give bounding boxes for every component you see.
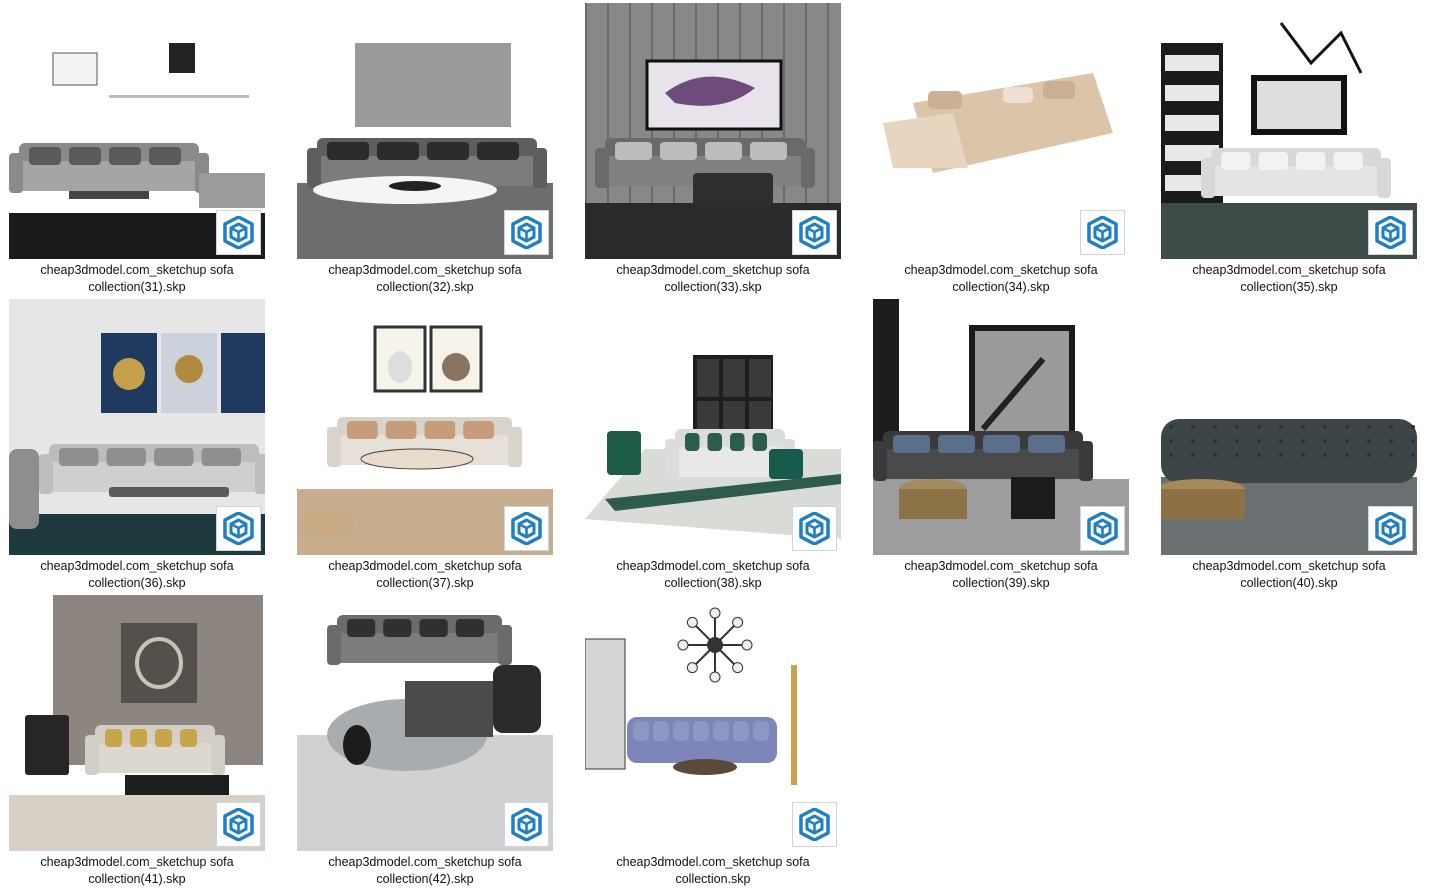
file-tile[interactable]: cheap3dmodel.com_sketchup sofa collectio…	[297, 299, 553, 590]
sketchup-badge	[1368, 210, 1413, 255]
sketchup-badge	[1080, 210, 1125, 255]
file-name[interactable]: cheap3dmodel.com_sketchup sofa collectio…	[1147, 558, 1431, 592]
file-tile[interactable]: cheap3dmodel.com_sketchup sofa collectio…	[9, 595, 265, 886]
file-name-line1: cheap3dmodel.com_sketchup sofa	[904, 559, 1098, 573]
file-name-line2: collection(42).skp	[376, 872, 474, 886]
file-thumbnail[interactable]	[1161, 3, 1417, 259]
file-name-line2: collection(33).skp	[664, 280, 762, 294]
file-name-line2: collection(34).skp	[952, 280, 1050, 294]
file-thumbnail[interactable]	[9, 299, 265, 555]
sketchup-badge	[792, 210, 837, 255]
sketchup-badge	[792, 802, 837, 847]
file-name-line1: cheap3dmodel.com_sketchup sofa	[328, 263, 522, 277]
file-name-line2: collection.skp	[675, 872, 751, 886]
file-tile[interactable]: cheap3dmodel.com_sketchup sofa collectio…	[585, 299, 841, 590]
file-thumbnail[interactable]	[585, 299, 841, 555]
file-name-line2: collection(35).skp	[1240, 280, 1338, 294]
file-name-line1: cheap3dmodel.com_sketchup sofa	[328, 559, 522, 573]
sketchup-badge	[1368, 506, 1413, 551]
file-name-line1: cheap3dmodel.com_sketchup sofa	[40, 559, 234, 573]
file-name-line2: collection(36).skp	[88, 576, 186, 590]
file-name[interactable]: cheap3dmodel.com_sketchup sofa collectio…	[283, 262, 567, 296]
file-thumbnail[interactable]	[873, 299, 1129, 555]
file-thumbnail[interactable]	[9, 3, 265, 259]
file-tile[interactable]: cheap3dmodel.com_sketchup sofa collectio…	[9, 299, 265, 590]
file-name-line2: collection(37).skp	[376, 576, 474, 590]
file-name[interactable]: cheap3dmodel.com_sketchup sofa collectio…	[0, 558, 279, 592]
file-name-line2: collection(39).skp	[952, 576, 1050, 590]
file-tile[interactable]: cheap3dmodel.com_sketchup sofa collectio…	[1161, 299, 1417, 590]
sketchup-badge	[1080, 506, 1125, 551]
file-tile[interactable]: cheap3dmodel.com_sketchup sofa collectio…	[297, 595, 553, 886]
file-thumbnail[interactable]	[9, 595, 265, 851]
file-name-line2: collection(41).skp	[88, 872, 186, 886]
file-name-line1: cheap3dmodel.com_sketchup sofa	[904, 263, 1098, 277]
sketchup-badge	[504, 506, 549, 551]
file-thumbnail[interactable]	[585, 3, 841, 259]
sketchup-badge	[216, 802, 261, 847]
file-name-line1: cheap3dmodel.com_sketchup sofa	[328, 855, 522, 869]
file-name[interactable]: cheap3dmodel.com_sketchup sofa collectio…	[859, 558, 1143, 592]
file-thumbnail[interactable]	[297, 299, 553, 555]
file-name-line1: cheap3dmodel.com_sketchup sofa	[40, 855, 234, 869]
sketchup-badge	[504, 210, 549, 255]
file-tile[interactable]: cheap3dmodel.com_sketchup sofa collectio…	[873, 299, 1129, 590]
file-tile[interactable]: cheap3dmodel.com_sketchup sofa collectio…	[297, 3, 553, 294]
file-tile[interactable]: cheap3dmodel.com_sketchup sofa collectio…	[585, 595, 841, 886]
file-name[interactable]: cheap3dmodel.com_sketchup sofa collectio…	[571, 262, 855, 296]
file-thumbnail[interactable]	[873, 3, 1129, 259]
file-thumbnail[interactable]	[585, 595, 841, 851]
file-name[interactable]: cheap3dmodel.com_sketchup sofa collectio…	[0, 262, 279, 296]
file-name[interactable]: cheap3dmodel.com_sketchup sofa collectio…	[283, 854, 567, 888]
file-name-line1: cheap3dmodel.com_sketchup sofa	[1192, 559, 1386, 573]
file-name-line2: collection(32).skp	[376, 280, 474, 294]
file-name-line2: collection(31).skp	[88, 280, 186, 294]
file-name[interactable]: cheap3dmodel.com_sketchup sofa collectio…	[571, 558, 855, 592]
file-name-line1: cheap3dmodel.com_sketchup sofa	[616, 559, 810, 573]
file-name-line1: cheap3dmodel.com_sketchup sofa	[1192, 263, 1386, 277]
file-name-line1: cheap3dmodel.com_sketchup sofa	[40, 263, 234, 277]
file-thumbnail[interactable]	[1161, 299, 1417, 555]
sketchup-badge	[792, 506, 837, 551]
file-thumbnail[interactable]	[297, 595, 553, 851]
file-name-line2: collection(38).skp	[664, 576, 762, 590]
file-thumbnail[interactable]	[297, 3, 553, 259]
file-name[interactable]: cheap3dmodel.com_sketchup sofa collectio…	[571, 854, 855, 888]
file-name[interactable]: cheap3dmodel.com_sketchup sofa collectio…	[859, 262, 1143, 296]
file-tile[interactable]: cheap3dmodel.com_sketchup sofa collectio…	[873, 3, 1129, 294]
file-name-line1: cheap3dmodel.com_sketchup sofa	[616, 855, 810, 869]
sketchup-badge	[216, 210, 261, 255]
sketchup-badge	[504, 802, 549, 847]
sketchup-badge	[216, 506, 261, 551]
file-name-line1: cheap3dmodel.com_sketchup sofa	[616, 263, 810, 277]
file-tile[interactable]: cheap3dmodel.com_sketchup sofa collectio…	[9, 3, 265, 294]
file-name[interactable]: cheap3dmodel.com_sketchup sofa collectio…	[0, 854, 279, 888]
file-tile[interactable]: cheap3dmodel.com_sketchup sofa collectio…	[585, 3, 841, 294]
file-name[interactable]: cheap3dmodel.com_sketchup sofa collectio…	[283, 558, 567, 592]
file-name[interactable]: cheap3dmodel.com_sketchup sofa collectio…	[1147, 262, 1431, 296]
file-tile[interactable]: cheap3dmodel.com_sketchup sofa collectio…	[1161, 3, 1417, 294]
file-name-line2: collection(40).skp	[1240, 576, 1338, 590]
